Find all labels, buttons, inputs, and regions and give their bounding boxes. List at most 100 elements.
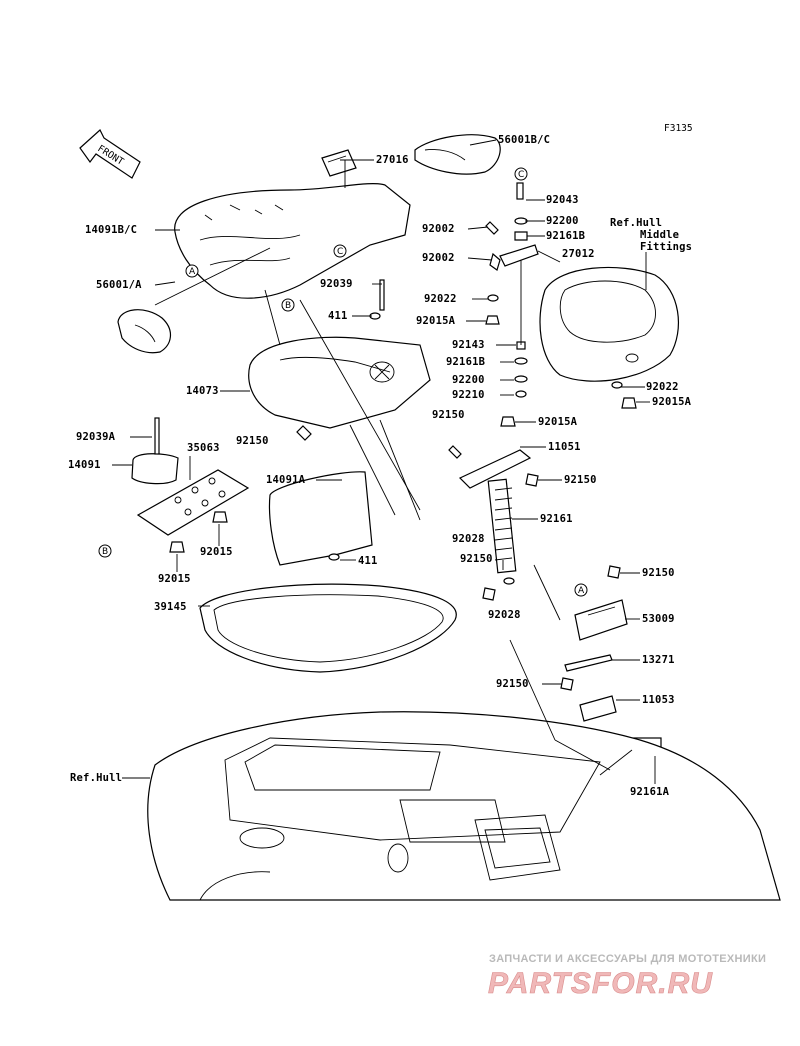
- label-411-upper: 411: [328, 310, 348, 322]
- ref-circle-b-lower: B: [98, 544, 112, 558]
- bracket-11053: [579, 695, 617, 722]
- label-27012: 27012: [562, 248, 595, 260]
- label-92150-c: 92150: [460, 553, 493, 565]
- ref-circle-c-top: C: [514, 167, 528, 181]
- knob-56001a: [117, 309, 171, 354]
- label-92161b-upper: 92161B: [546, 230, 585, 242]
- label-92143: 92143: [452, 339, 485, 351]
- label-92200-lower: 92200: [452, 374, 485, 386]
- label-92028-lower: 92028: [488, 609, 521, 621]
- label-92150-tray: 92150: [236, 435, 269, 447]
- cover-14091a: [268, 471, 373, 566]
- damper-92161: [487, 478, 517, 574]
- label-92015-left: 92015: [158, 573, 191, 585]
- label-92002-lower: 92002: [422, 252, 455, 264]
- ref-circle-b-upper: B: [281, 298, 295, 312]
- svg-text:C: C: [337, 247, 343, 257]
- hull: [147, 711, 781, 901]
- label-14091a: 14091A: [266, 474, 306, 486]
- bracket-11051: [458, 449, 532, 489]
- label-ref-hull-middle-3: Fittings: [640, 241, 692, 253]
- svg-text:B: B: [102, 547, 108, 557]
- label-ref-hull: Ref.Hull: [70, 772, 122, 784]
- bolt-92043: [516, 182, 524, 200]
- watermark: ЗАПЧАСТИ И АКСЕССУАРЫ ДЛЯ МОТОТЕХНИКИ PA…: [488, 953, 766, 1000]
- stay-92002: [499, 244, 539, 267]
- label-92015a-mid: 92015A: [538, 416, 578, 428]
- bolt-92150-d: [607, 565, 621, 579]
- bracket-35063: [136, 469, 250, 536]
- bolt-92150-e: [560, 677, 574, 691]
- bolt-92150-a: [448, 445, 462, 459]
- label-92022-right: 92022: [646, 381, 679, 393]
- svg-text:A: A: [578, 586, 585, 596]
- cap-27016: [321, 149, 357, 177]
- front-arrow-icon: FRONT: [79, 129, 141, 179]
- rod-13271: [564, 654, 613, 672]
- label-92150-b: 92150: [564, 474, 597, 486]
- gasket-39145: [199, 583, 457, 673]
- label-92002-upper: 92002: [422, 223, 455, 235]
- label-92161a: 92161A: [630, 786, 670, 798]
- pin-92039: [379, 279, 385, 311]
- watermark-tagline: ЗАПЧАСТИ И АКСЕССУАРЫ ДЛЯ МОТОТЕХНИКИ: [489, 953, 766, 965]
- clip-92161b-lower: [514, 357, 528, 365]
- label-92161: 92161: [540, 513, 573, 525]
- svg-text:B: B: [285, 301, 291, 311]
- label-ref-hull-middle-2: Middle: [640, 229, 679, 241]
- bolt-92002-lower: [489, 252, 501, 271]
- nut-92015a-upper: [485, 315, 500, 325]
- label-92043: 92043: [546, 194, 579, 206]
- label-92028-upper: 92028: [452, 533, 485, 545]
- bolt-92150-tray: [296, 425, 312, 441]
- label-92150-e: 92150: [496, 678, 529, 690]
- label-14073: 14073: [186, 385, 219, 397]
- leader-lines: [112, 139, 656, 784]
- label-14091bc: 14091B/C: [85, 224, 137, 236]
- watermark-brand: PARTSFOR.RU: [488, 967, 713, 1000]
- nut-92015-left: [169, 541, 185, 553]
- svg-text:C: C: [518, 170, 524, 180]
- svg-text:A: A: [189, 267, 196, 277]
- figure-code: F3135: [664, 123, 693, 134]
- label-92015a-upper: 92015A: [416, 315, 456, 327]
- part-labels: 56001B/C 27016 14091B/C 56001/A 92043 92…: [68, 134, 692, 798]
- label-92022: 92022: [424, 293, 457, 305]
- label-35063: 35063: [187, 442, 220, 454]
- label-92150-a: 92150: [432, 409, 465, 421]
- label-14091: 14091: [68, 459, 101, 471]
- bolt-92150-c: [482, 587, 496, 601]
- ref-circle-c-mid: C: [333, 244, 347, 258]
- label-11053: 11053: [642, 694, 675, 706]
- label-92015-right: 92015: [200, 546, 233, 558]
- washer-92200-lower: [514, 375, 528, 383]
- label-27016: 27016: [376, 154, 409, 166]
- label-411-lower: 411: [358, 555, 378, 567]
- washer-92028: [503, 577, 515, 585]
- grip-56001bc: [414, 134, 501, 175]
- nut-92015a-mid: [500, 416, 516, 427]
- label-13271: 13271: [642, 654, 675, 666]
- label-53009: 53009: [642, 613, 675, 625]
- label-56001a: 56001/A: [96, 279, 142, 291]
- label-92015a-right: 92015A: [652, 396, 692, 408]
- latch-53009: [574, 599, 628, 641]
- label-92210: 92210: [452, 389, 485, 401]
- ref-circle-a-lower: A: [574, 583, 588, 597]
- label-39145: 39145: [154, 601, 187, 613]
- nut-411-lower: [328, 553, 340, 561]
- label-92161b-lower: 92161B: [446, 356, 485, 368]
- washer-92022-right: [611, 381, 623, 389]
- nut-92015a-right: [621, 397, 637, 409]
- storage-tray-14073: [248, 336, 431, 429]
- label-92200-upper: 92200: [546, 215, 579, 227]
- label-ref-hull-middle-1: Ref.Hull: [610, 217, 662, 229]
- bolt-92150-b: [525, 473, 539, 487]
- bolt-92002-upper: [485, 221, 499, 235]
- label-56001bc: 56001B/C: [498, 134, 550, 146]
- clip-92161b-upper: [514, 231, 528, 241]
- seat-cover-14091bc: [174, 183, 411, 299]
- ref-circle-a-upper: A: [185, 264, 199, 278]
- pad-14091: [131, 453, 179, 485]
